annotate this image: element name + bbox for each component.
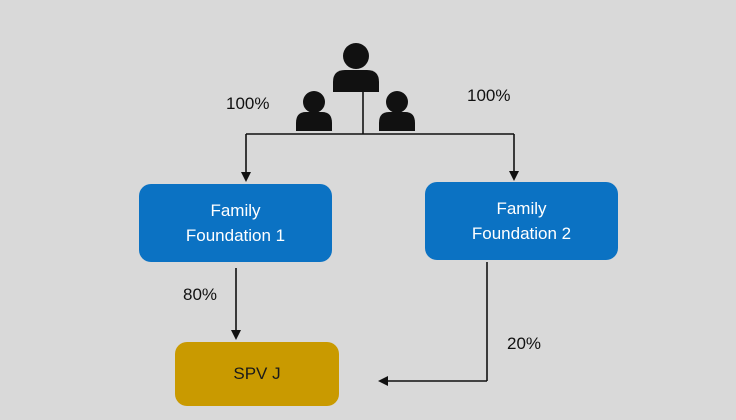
foundation1-line2: Foundation 1 bbox=[185, 226, 286, 245]
foundation1-to-spv-percentage: 80% bbox=[183, 285, 218, 304]
person-right-icon bbox=[379, 91, 415, 131]
spv-j-box: SPV J bbox=[175, 342, 339, 406]
foundation2-line2: Foundation 2 bbox=[471, 224, 572, 243]
spv-j-label: SPV J bbox=[233, 364, 281, 383]
person-center-icon bbox=[333, 43, 379, 92]
foundation1-line1: Family bbox=[210, 201, 261, 220]
person-left-icon bbox=[296, 91, 332, 131]
family-foundation-1-box: Family Foundation 1 bbox=[139, 184, 332, 262]
right-top-percentage: 100% bbox=[467, 86, 511, 105]
foundation2-to-spv-percentage: 20% bbox=[507, 334, 542, 353]
family-foundation-2-box: Family Foundation 2 bbox=[425, 182, 618, 260]
people-group-icon bbox=[296, 43, 415, 131]
foundation2-line1: Family bbox=[496, 199, 547, 218]
left-top-percentage: 100% bbox=[226, 94, 270, 113]
